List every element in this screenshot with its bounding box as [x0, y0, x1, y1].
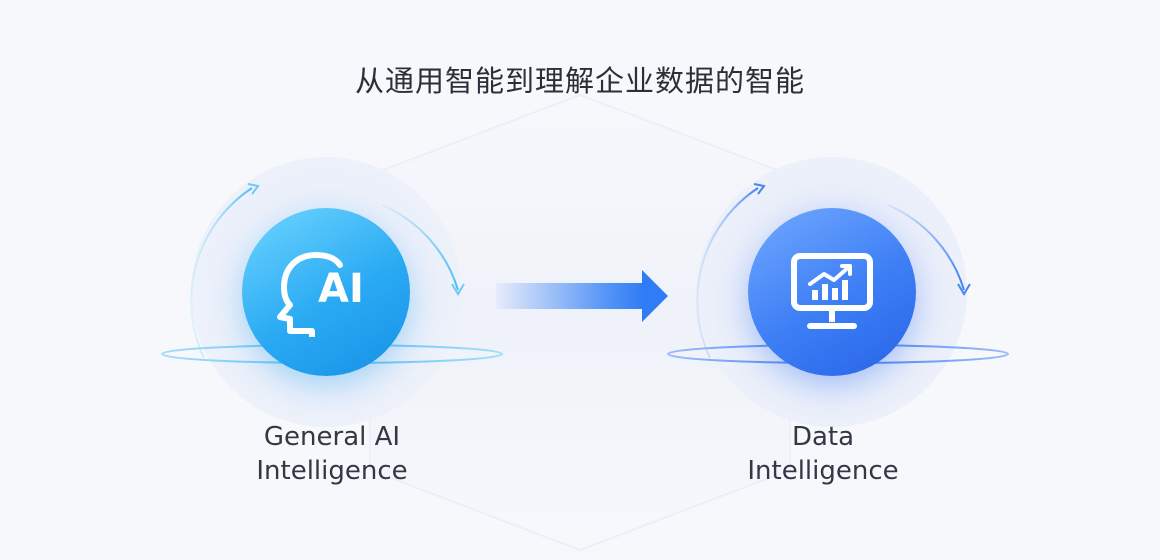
label-line: Intelligence — [747, 456, 899, 486]
ai-head-icon — [277, 252, 343, 337]
label-line: Intelligence — [256, 456, 408, 486]
data-intelligence-orb — [748, 208, 916, 376]
label-line: General AI — [263, 422, 401, 452]
node-general-ai-label: General AI Intelligence — [152, 420, 512, 488]
node-general-ai: AI — [152, 150, 512, 430]
general-ai-orb: AI — [242, 208, 410, 376]
node-data-intelligence — [658, 150, 1018, 430]
label-line: Data — [791, 422, 855, 452]
ai-badge-text: AI — [318, 266, 364, 312]
node-data-intelligence-label: Data Intelligence — [643, 420, 1003, 488]
arrow-right-icon — [496, 270, 668, 322]
diagram-title: 从通用智能到理解企业数据的智能 — [354, 64, 805, 98]
data-monitor-chart-icon — [791, 253, 873, 329]
